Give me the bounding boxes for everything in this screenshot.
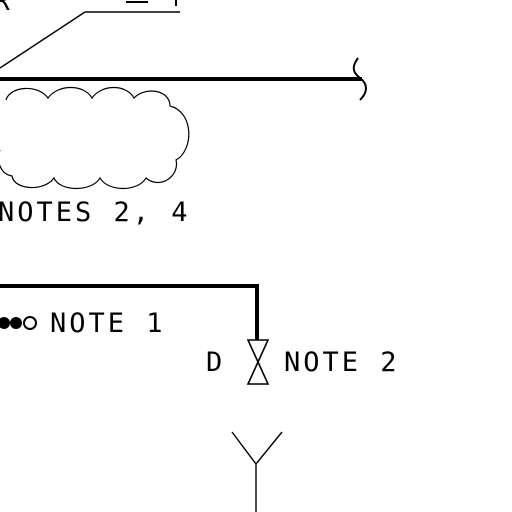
valve-note-label: NOTE 2: [284, 347, 400, 378]
pipe-break-symbol: [352, 57, 367, 101]
branch-line: [0, 284, 259, 340]
filled-dot-2: [10, 317, 22, 329]
top-right-mark: [126, 0, 177, 6]
revision-cloud: [0, 86, 190, 190]
valve-symbol: [246, 339, 270, 385]
leader-line: [0, 11, 180, 69]
open-dot: [23, 316, 37, 330]
y-terminal-symbol: [231, 431, 283, 512]
cloud-note-label: NOTES 2, 4: [0, 197, 191, 228]
line-note-label: NOTE 1: [50, 308, 166, 339]
filled-dot-1: [0, 317, 10, 329]
top-left-label-fragment: R: [0, 0, 13, 17]
valve-tag-label: D: [206, 347, 225, 378]
